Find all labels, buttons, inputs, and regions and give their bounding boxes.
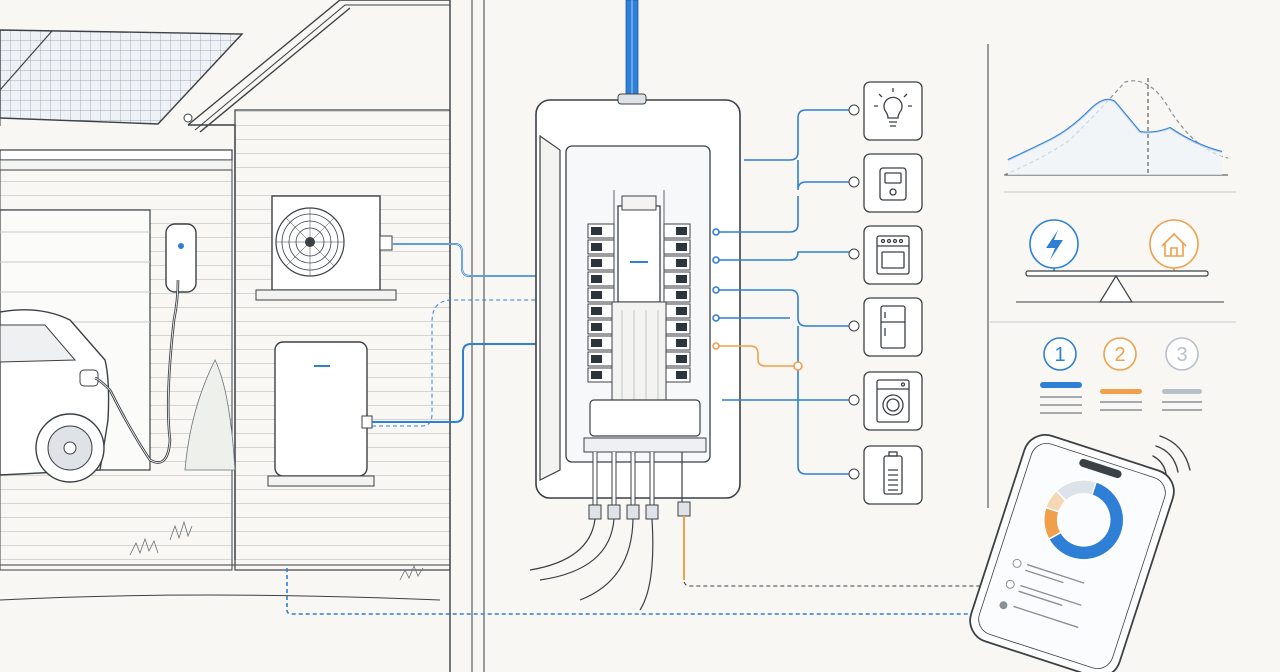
main-breaker [617,205,661,303]
breaker-toggle [676,371,687,379]
step-1: 1 [1040,337,1082,414]
thermostat-icon [879,167,907,201]
breaker-toggle [591,355,602,363]
thermostat-tile [848,153,923,213]
gutter [0,149,233,161]
ev-charger [94,223,197,464]
usage-donut-chart [1043,479,1125,561]
breaker-toggle [591,339,602,347]
balance-scale [1016,219,1224,303]
light-bulb-icon [874,88,912,127]
breaker-toggle [676,259,687,267]
house-wall [234,109,451,571]
light-bulb-tile [848,81,923,141]
house-icon [1161,232,1187,257]
washing-machine-tile [848,371,923,431]
breaker-column-right [663,223,691,383]
battery-icon [883,451,903,495]
breaker-toggle [676,355,687,363]
lightning-bolt-icon [1046,230,1063,260]
breaker-toggle [676,275,687,283]
charge-port [79,369,99,387]
breaker-toggle [591,227,602,235]
breaker-toggle [591,291,602,299]
wireless-signal-icon [1152,435,1191,475]
oven-tile [848,225,923,285]
breaker-toggle [676,227,687,235]
battery-tile [848,445,923,505]
bush [184,359,236,471]
refrigerator-tile [848,297,923,357]
breaker-toggle [591,323,602,331]
electric-car [0,309,110,483]
washing-machine-icon [876,379,910,423]
heat-pump-unit [255,195,397,301]
panel-door [539,134,561,481]
refrigerator-icon [880,305,906,349]
donut-segment [1055,479,1098,502]
info-column: 1 2 3 [987,44,1236,508]
smartphone [969,434,1191,672]
breaker-toggle [591,371,602,379]
breaker-toggle [591,243,602,251]
step-2-label: 2 [1114,344,1125,366]
electrical-panel [529,93,741,611]
circuit-icon-column [848,81,923,505]
phone-list [999,558,1085,629]
donut-segment [1047,480,1125,561]
breaker-toggle [591,259,602,267]
connection-lines [286,0,1010,615]
step-1-label: 1 [1054,344,1065,366]
ground [0,564,450,601]
breaker-column-left [587,223,615,383]
breaker-toggle [676,323,687,331]
breaker-toggle [676,307,687,315]
step-2: 2 [1100,337,1142,411]
steps: 1 2 3 [1040,337,1202,414]
usage-chart [1003,78,1229,176]
panel-conduits [529,452,691,611]
step-3-label: 3 [1176,344,1187,366]
breaker-toggle [591,307,602,315]
breaker-toggle [676,339,687,347]
home-battery [267,341,375,487]
oven-icon [876,235,910,275]
breaker-toggle [676,291,687,299]
breaker-toggle [676,243,687,251]
solar-panel [0,29,244,126]
step-3: 3 [1162,337,1202,411]
breaker-toggle [591,275,602,283]
house-roof [187,0,450,560]
circuit-wires [712,109,850,475]
